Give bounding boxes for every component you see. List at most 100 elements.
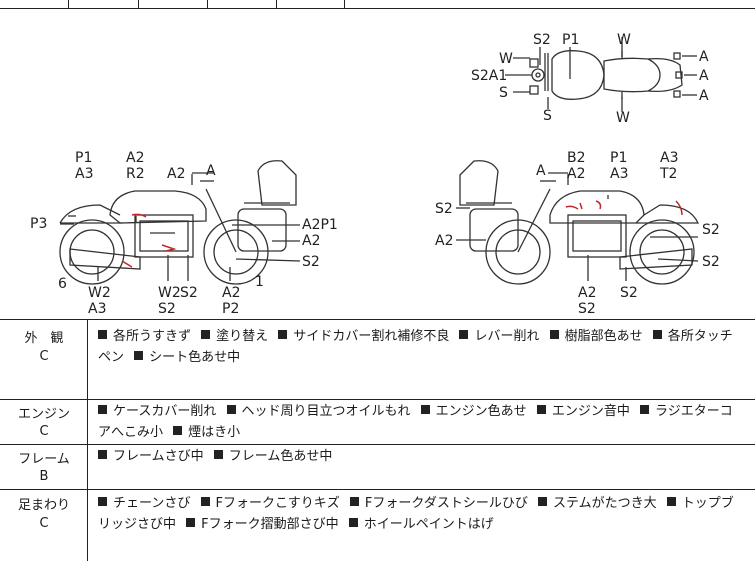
condition-item: トップブリッジさび中	[98, 496, 734, 532]
condition-item-text: レバー削れ	[474, 329, 540, 344]
condition-item: エンジン色あせ	[415, 404, 527, 419]
label-left-p2: P2	[222, 301, 239, 317]
column-divider	[207, 0, 208, 9]
condition-item-text: 各所うすきず	[113, 329, 192, 344]
bullet-square-icon	[213, 450, 223, 459]
condition-item-text: 樹脂部色あせ	[564, 329, 643, 344]
label-right-s2-center: S2	[620, 285, 638, 301]
condition-row-engine: エンジン C ケースカバー削れ ヘッド周り目立つオイルもれ エンジン色あせ エン…	[0, 400, 755, 445]
label-left-p1: P1	[75, 150, 92, 166]
label-top-a2: A	[699, 68, 709, 84]
bullet-square-icon	[201, 330, 211, 339]
label-right-a2-left: A2	[435, 233, 453, 249]
motorcycle-diagram-svg: S2 P1 W W S2A1 S S W A A A P1 A3 A2 R2 A…	[30, 32, 720, 317]
column-divider	[344, 0, 345, 9]
condition-item: 樹脂部色あせ	[544, 329, 643, 344]
condition-item-text: ラジエターコアへこみ小	[98, 404, 733, 440]
condition-item-text: ケースカバー削れ	[113, 404, 217, 419]
bullet-square-icon	[666, 497, 676, 506]
category-name: 外 観	[24, 331, 64, 346]
condition-item-text: ステムがたつき大	[552, 496, 657, 511]
bullet-square-icon	[98, 405, 107, 414]
condition-row-exterior: 外 観 C 各所うすきず 塗り替え サイドカバー割れ補修不良 レバー削れ 樹脂部…	[0, 320, 755, 400]
condition-item-text: Fフォークダストシールひび	[364, 496, 528, 511]
condition-item-text: シート色あせ中	[149, 350, 241, 365]
label-left-a-mirror: A	[206, 163, 216, 179]
category-name: 足まわり	[17, 498, 70, 513]
column-divider	[276, 0, 277, 9]
condition-item-text: フレームさび中	[113, 449, 204, 464]
label-right-s2-bottom: S2	[578, 301, 596, 317]
condition-item: エンジン音中	[531, 404, 630, 419]
label-left-a2-bottom: A2	[222, 285, 240, 301]
condition-item: ホイールペイントはげ	[343, 517, 494, 532]
category-cell	[0, 400, 88, 444]
condition-item: Fフォークこすりキズ	[195, 496, 340, 511]
label-left-1: 1	[255, 274, 264, 290]
condition-item: 各所タッチペン	[98, 329, 733, 365]
condition-item-text: フレーム色あせ中	[228, 449, 333, 464]
label-left-r2: R2	[126, 166, 145, 182]
condition-description: フレームさび中 フレーム色あせ中	[98, 446, 741, 467]
label-top-a1: A	[699, 49, 709, 65]
condition-item-text: Fフォークこすりキズ	[215, 496, 340, 511]
bullet-square-icon	[186, 518, 196, 527]
condition-item-text: 煙はき小	[188, 425, 241, 440]
label-top-w-bottom: W	[616, 110, 630, 126]
label-left-s2b: S2	[158, 301, 176, 317]
label-top-s-bottom: S	[543, 108, 552, 124]
condition-item: フレームさび中	[98, 449, 204, 464]
condition-item: ステムがたつき大	[532, 496, 657, 511]
bullet-square-icon	[652, 330, 662, 339]
label-right-a2-bottom: A2	[578, 285, 596, 301]
label-right-a3-right: A3	[660, 150, 678, 166]
condition-item-text: ヘッド周り目立つオイルもれ	[241, 404, 411, 419]
label-left-w2b: W2	[158, 285, 181, 301]
damage-diagram: S2 P1 W W S2A1 S S W A A A P1 A3 A2 R2 A…	[0, 9, 755, 320]
bullet-square-icon	[98, 497, 107, 506]
bullet-square-icon	[134, 351, 144, 360]
label-right-s2-right1: S2	[702, 222, 720, 238]
bullet-square-icon	[98, 450, 107, 459]
category-cell	[0, 445, 88, 489]
label-top-w-left: W	[499, 51, 513, 67]
category-grade: C	[39, 516, 49, 531]
label-left-a2-tank: A2	[167, 166, 185, 182]
bullet-square-icon	[536, 405, 546, 414]
left-view-bike	[59, 160, 301, 285]
label-right-a2-top: A2	[567, 166, 585, 182]
label-top-p1: P1	[562, 32, 579, 48]
damage-markings	[121, 200, 683, 268]
label-right-a3: A3	[610, 166, 628, 182]
label-top-w: W	[617, 32, 631, 48]
label-top-a3: A	[699, 88, 709, 104]
label-top-s2a1: S2A1	[471, 68, 507, 84]
bullet-square-icon	[459, 330, 469, 339]
bullet-square-icon	[639, 405, 649, 414]
condition-item-text: サイドカバー割れ補修不良	[293, 329, 450, 344]
label-left-w2: W2	[88, 285, 111, 301]
label-right-a-mirror: A	[536, 163, 546, 179]
label-right-t2: T2	[659, 166, 677, 182]
condition-item: ヘッド周り目立つオイルもれ	[221, 404, 411, 419]
condition-item: チェーンさび	[98, 496, 190, 511]
bullet-square-icon	[349, 497, 359, 506]
condition-description: 各所うすきず 塗り替え サイドカバー割れ補修不良 レバー削れ 樹脂部色あせ 各所…	[98, 326, 741, 368]
condition-item: Fフォーク摺動部さび中	[180, 517, 339, 532]
bullet-square-icon	[549, 330, 559, 339]
category-name: フレーム	[18, 452, 70, 467]
column-divider	[68, 0, 69, 9]
bullet-square-icon	[278, 330, 288, 339]
condition-item: 各所うすきず	[98, 329, 191, 344]
category-cell	[0, 320, 88, 399]
label-left-a2-top: A2	[126, 150, 144, 166]
label-left-a3: A3	[75, 166, 93, 182]
condition-item-text: ホイールペイントはげ	[363, 517, 494, 532]
bullet-square-icon	[173, 426, 183, 435]
bullet-square-icon	[200, 497, 210, 506]
top-view-bike	[505, 37, 697, 112]
label-top-s-left: S	[499, 85, 508, 101]
label-top-s2: S2	[533, 32, 551, 48]
condition-item-text: エンジン音中	[551, 404, 630, 419]
category-name: エンジン	[17, 407, 70, 422]
